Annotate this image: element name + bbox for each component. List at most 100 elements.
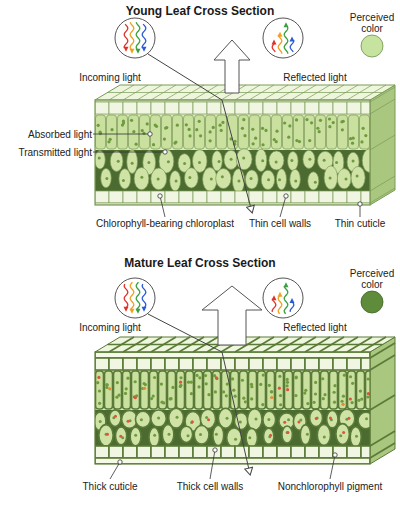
- chloroplast: [341, 128, 344, 131]
- chloroplast: [259, 383, 262, 386]
- chloroplast: [96, 381, 99, 384]
- top-cell-wall: [108, 92, 383, 93]
- epidermis-cell: [123, 358, 137, 370]
- chloroplast: [144, 383, 147, 386]
- chloroplast: [252, 142, 255, 145]
- wave-head: [130, 49, 135, 54]
- palisade-cell: [249, 371, 257, 409]
- palisade-cell: [105, 371, 113, 409]
- chloroplast: [179, 376, 182, 379]
- chloroplast: [187, 381, 190, 384]
- palisade-cell: [285, 371, 293, 409]
- epidermis-cell: [347, 191, 361, 203]
- epidermis-cell: [333, 358, 347, 370]
- chloroplast: [351, 142, 354, 145]
- chloroplast: [164, 127, 167, 130]
- wave-head: [272, 295, 277, 300]
- chloroplast: [340, 400, 343, 403]
- palisade-cell: [162, 115, 172, 149]
- nonchlorophyll-pigment: [278, 387, 281, 390]
- spongy-cell: [236, 149, 252, 170]
- chloroplast: [169, 397, 172, 400]
- mature-leaf-block: [94, 337, 395, 464]
- front-outline: [95, 100, 370, 205]
- chloroplast: [355, 435, 358, 438]
- palisade-cell: [348, 371, 356, 409]
- epidermis-cell: [95, 191, 109, 203]
- chloroplast: [343, 374, 346, 377]
- epidermis-cell: [277, 446, 291, 458]
- section-title: Young Leaf Cross Section: [126, 4, 274, 18]
- epidermis-cell: [151, 446, 165, 458]
- nonchlorophyll-pigment: [191, 420, 194, 423]
- epidermis-cell: [361, 446, 370, 458]
- chloroplast: [152, 143, 155, 146]
- spongy-cell: [350, 427, 361, 447]
- spongy-cell: [290, 169, 301, 189]
- palisade-cell: [140, 115, 150, 149]
- chloroplast: [267, 418, 270, 421]
- epidermis-cell: [109, 358, 123, 370]
- chloroplast: [218, 124, 221, 127]
- chloroplast: [242, 397, 245, 400]
- chloroplast: [339, 434, 342, 437]
- spongy-cell: [151, 168, 167, 190]
- epidermis-cell: [165, 358, 179, 370]
- front-face: [95, 100, 370, 205]
- chloroplast: [295, 139, 298, 142]
- spongy-cell: [216, 168, 231, 188]
- palisade-cell: [151, 115, 161, 149]
- palisade-cell: [228, 115, 238, 149]
- callout-label: Incoming light: [79, 322, 141, 333]
- light-circle: [263, 18, 303, 58]
- epidermis-cell: [137, 358, 151, 370]
- light-wave: [284, 286, 288, 314]
- chloroplast: [250, 397, 253, 400]
- nonchlorophyll-pigment: [114, 415, 117, 418]
- palisade-cell: [150, 371, 158, 409]
- chloroplast: [349, 375, 352, 378]
- spongy-cell: [324, 166, 337, 190]
- chloroplast: [168, 433, 171, 436]
- chloroplast: [270, 390, 273, 393]
- spongy-cell: [213, 425, 224, 445]
- nonchlorophyll-pigment: [207, 418, 210, 421]
- chloroplast: [295, 118, 298, 121]
- epidermis-cell: [179, 358, 193, 370]
- chloroplast: [360, 397, 363, 400]
- palisade-cell: [327, 115, 337, 149]
- palisade-cell: [272, 115, 282, 149]
- palisade-cell: [96, 371, 104, 409]
- chloroplast: [222, 390, 225, 393]
- upper-cuticle: [95, 352, 370, 358]
- light-wave: [278, 35, 282, 54]
- chloroplast: [179, 385, 182, 388]
- reflected-light-arrow: [202, 286, 262, 345]
- palisade-cell: [177, 371, 185, 409]
- epidermis-cell: [179, 446, 193, 458]
- perceived-color-swatch: [361, 35, 383, 57]
- chloroplast: [234, 395, 237, 398]
- chloroplast: [226, 383, 229, 386]
- light-wave: [142, 284, 146, 308]
- chloroplast: [261, 159, 264, 162]
- spongy-cell: [362, 149, 370, 173]
- epidermis-cell: [165, 102, 179, 114]
- palisade-cell: [349, 115, 359, 149]
- callout-label: Absorbed light: [28, 129, 92, 140]
- chloroplast: [285, 384, 288, 387]
- chloroplast: [98, 402, 101, 405]
- spongy-cell: [310, 409, 323, 427]
- epidermis-cell: [207, 102, 221, 114]
- epidermis-cell: [109, 446, 123, 458]
- chloroplast: [153, 376, 156, 379]
- chloroplast: [122, 122, 125, 125]
- spongy-cell: [95, 151, 105, 169]
- chloroplast: [359, 389, 362, 392]
- callout-label: Thin cuticle: [335, 218, 386, 229]
- epidermis-cell: [319, 191, 333, 203]
- palisade-cell: [267, 371, 275, 409]
- chloroplast: [198, 120, 201, 123]
- epidermis-cell: [95, 102, 109, 114]
- side-layer-line: [370, 395, 395, 410]
